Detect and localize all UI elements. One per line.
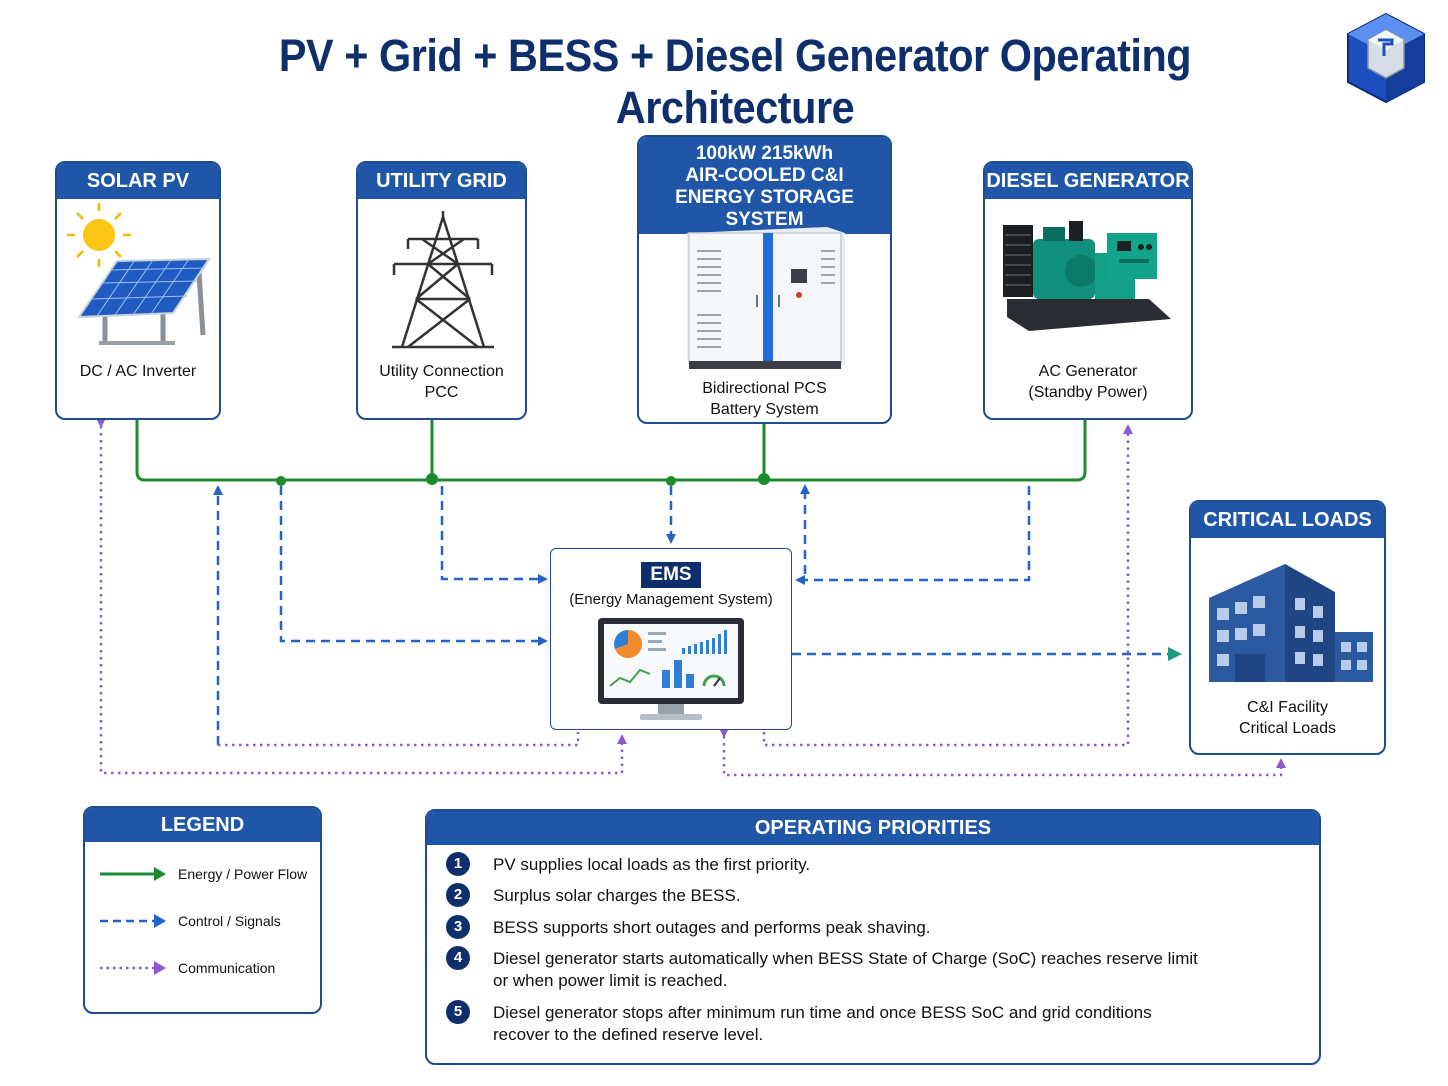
bus-node (758, 473, 770, 485)
bus-node (666, 476, 676, 486)
bess-card[interactable]: 100kW 215kWh AIR-COOLED C&I ENERGY STORA… (637, 135, 892, 424)
legend-panel: LEGEND (83, 806, 322, 1014)
priority-number: 5 (446, 1000, 470, 1024)
utility-grid-card[interactable]: UTILITY GRID Utility Connection PCC (356, 161, 527, 420)
communication-line (719, 728, 1286, 777)
priority-text-cont: or when power limit is reached. (493, 971, 728, 990)
critical-loads-header: CRITICAL LOADS (1191, 502, 1384, 538)
bess-caption-line1: Bidirectional PCS (702, 380, 827, 397)
bess-header-line3: ENERGY STORAGE SYSTEM (675, 187, 854, 230)
legend-energy-label: Energy / Power Flow (178, 866, 308, 882)
monitor-dashboard-icon (598, 618, 744, 720)
communication-line (96, 418, 627, 775)
ems-badge: EMS (641, 562, 701, 588)
critical-loads-caption-line1: C&I Facility (1247, 699, 1328, 716)
utility-grid-caption-line2: PCC (424, 384, 459, 401)
solar-pv-card[interactable]: SOLAR PV DC / AC Inverter (55, 161, 221, 420)
logo-cube-icon (1347, 12, 1425, 104)
solar-panel-icon (67, 203, 211, 345)
bess-header-line1: 100kW 215kWh (695, 143, 834, 164)
priority-number: 3 (446, 915, 470, 939)
building-icon (1209, 564, 1373, 682)
priority-number: 1 (446, 852, 470, 876)
control-line (795, 486, 1031, 585)
page-title: PV + Grid + BESS + Diesel Generator Oper… (278, 30, 1192, 133)
priority-text: Surplus solar charges the BESS. (493, 886, 741, 905)
priority-number: 4 (446, 946, 470, 970)
priority-text: PV supplies local loads as the first pri… (493, 855, 811, 874)
legend-communication-label: Communication (178, 960, 276, 976)
solar-pv-caption: DC / AC Inverter (79, 363, 197, 380)
ems-subtitle: (Energy Management System) (569, 591, 773, 608)
control-line (440, 486, 548, 584)
utility-grid-header: UTILITY GRID (358, 163, 525, 199)
solar-pv-header: SOLAR PV (57, 163, 219, 199)
priority-text: Diesel generator starts automatically wh… (493, 949, 1198, 968)
diesel-generator-header: DIESEL GENERATOR (985, 163, 1191, 199)
battery-cabinet-icon (687, 227, 845, 369)
utility-grid-caption-line1: Utility Connection (379, 363, 504, 380)
bess-caption-line2: Battery System (710, 401, 819, 418)
bus-node (426, 473, 438, 485)
diesel-generator-icon (1003, 221, 1171, 331)
communication-line (218, 732, 580, 747)
priority-text: Diesel generator stops after minimum run… (493, 1003, 1152, 1022)
priority-number: 2 (446, 883, 470, 907)
legend-swatches (100, 867, 166, 975)
legend-control-label: Control / Signals (178, 913, 281, 929)
priority-text-cont: recover to the defined reserve level. (493, 1025, 764, 1044)
critical-loads-caption-line2: Critical Loads (1239, 720, 1336, 737)
diesel-generator-card[interactable]: DIESEL GENERATOR AC Generator (Standby P… (983, 161, 1193, 420)
critical-loads-card[interactable]: CRITICAL LOADS C&I Facility Critical Loa… (1189, 500, 1386, 755)
bess-header-line2: AIR-COOLED C&I (685, 165, 844, 186)
communication-line (762, 424, 1133, 747)
legend-title: LEGEND (85, 808, 320, 842)
operating-priorities-panel: OPERATING PRIORITIES (425, 809, 1321, 1065)
power-bus (135, 420, 1087, 482)
bus-node (276, 476, 286, 486)
bess-header: 100kW 215kWh AIR-COOLED C&I ENERGY STORA… (639, 137, 890, 234)
transmission-tower-icon (392, 211, 494, 349)
loads-arrow (1168, 647, 1182, 661)
priority-text: BESS supports short outages and performs… (493, 918, 931, 937)
diesel-generator-caption-line2: (Standby Power) (1028, 384, 1148, 401)
control-line (279, 486, 548, 646)
diesel-generator-caption-line1: AC Generator (1038, 363, 1138, 380)
operating-priorities-title: OPERATING PRIORITIES (427, 811, 1319, 845)
